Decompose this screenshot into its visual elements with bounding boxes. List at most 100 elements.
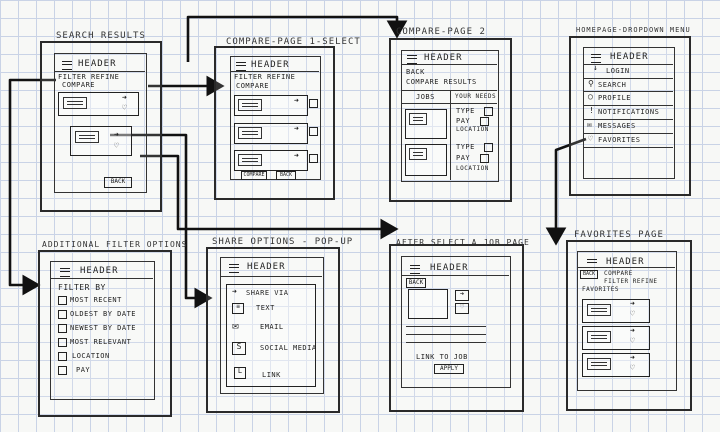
header-label: Header (430, 263, 469, 273)
profile-icon: ◯ (588, 92, 593, 101)
job-card-thumbnail (587, 331, 611, 343)
header-divider (402, 64, 497, 65)
phone-search-results (40, 41, 162, 212)
filter-option-oldest: Oldest by Date (70, 310, 137, 318)
link-icon: L (234, 367, 246, 379)
back-button[interactable]: Back (276, 171, 296, 180)
screen-compare-2 (401, 50, 499, 182)
panel-title-compare-2: Compare-Page 2 (396, 27, 486, 37)
menu-divider (584, 105, 673, 106)
compare-checkbox[interactable] (309, 154, 318, 163)
share-popup (226, 284, 316, 387)
compare-checkbox[interactable] (309, 99, 318, 108)
menu-icon[interactable] (236, 62, 246, 71)
back-button[interactable]: Back (580, 270, 598, 279)
share-arrow-icon[interactable]: ➜ (294, 151, 299, 160)
job-card-thumbnail (587, 304, 611, 316)
phone-favorites (566, 240, 692, 411)
favorite-icon[interactable]: ♡ (455, 303, 469, 314)
filter-refine-link[interactable]: Filter Refine (234, 73, 296, 81)
favorite-icon[interactable]: ♡ (630, 309, 635, 318)
filter-checkbox[interactable] (58, 352, 67, 361)
menu-icon[interactable] (591, 54, 601, 63)
bookmark-icon[interactable]: ♡ (122, 103, 127, 112)
filter-refine-link[interactable]: Filter Refine (604, 278, 658, 285)
favorite-icon[interactable]: ♡ (630, 336, 635, 345)
menu-item-login[interactable]: Login (606, 67, 630, 75)
arrow-share-to-popup (110, 133, 213, 309)
location-label: Location (456, 126, 489, 133)
description-line (406, 334, 486, 335)
header-label: Header (424, 53, 463, 63)
header-divider (584, 64, 673, 65)
job-card-thumbnail (63, 97, 87, 109)
filter-option-newest: Newest by Date (70, 324, 137, 332)
compare-link[interactable]: Compare (62, 81, 96, 89)
filter-by-heading: Filter By (58, 283, 106, 292)
bookmark-icon[interactable]: ♡ (114, 141, 119, 150)
compare-link[interactable]: Compare (236, 82, 270, 90)
menu-divider (584, 78, 673, 79)
panel-title-share: Share Options - Pop-up (212, 237, 354, 247)
heart-icon: ♡ (588, 134, 593, 143)
pay-checkbox[interactable] (480, 154, 489, 163)
panel-title-favorites: Favorites Page (574, 230, 664, 240)
type-checkbox[interactable] (484, 107, 493, 116)
menu-icon[interactable] (229, 264, 239, 273)
menu-divider (584, 91, 673, 92)
share-arrow-icon: ➜ (232, 287, 237, 296)
menu-item-notifications[interactable]: Notifications (598, 108, 660, 116)
compare-button[interactable]: Compare (241, 171, 267, 180)
menu-divider (584, 147, 673, 148)
menu-icon[interactable] (60, 268, 70, 277)
filter-checkbox[interactable] (58, 296, 67, 305)
type-checkbox[interactable] (484, 143, 493, 152)
job-card-thumbnail (409, 113, 427, 125)
share-arrow-icon[interactable]: ➜ (294, 124, 299, 133)
favorite-icon[interactable]: ♡ (630, 363, 635, 372)
menu-icon[interactable] (62, 61, 72, 70)
link-to-job-label[interactable]: Link to Job (416, 353, 468, 361)
compare-checkbox[interactable] (309, 127, 318, 136)
filter-checkbox[interactable] (58, 338, 67, 347)
share-email-option[interactable]: Email (260, 323, 284, 331)
pay-checkbox[interactable] (480, 117, 489, 126)
section-divider (402, 90, 497, 91)
compare-results-label: Compare Results (406, 78, 477, 86)
share-arrow-icon[interactable]: ➜ (455, 290, 469, 301)
job-card-thumbnail (75, 131, 99, 143)
compare-link[interactable]: Compare (604, 270, 633, 277)
apply-button[interactable]: Apply (434, 364, 464, 374)
filter-checkbox[interactable] (58, 324, 67, 333)
back-link[interactable]: Back (406, 68, 425, 76)
location-label: Location (456, 165, 489, 172)
share-arrow-icon[interactable]: ➜ (630, 326, 635, 335)
header-divider (51, 278, 153, 279)
header-label: Header (78, 59, 117, 69)
phone-filters (38, 250, 172, 417)
pay-label: Pay (456, 154, 471, 162)
share-arrow-icon[interactable]: ➜ (630, 299, 635, 308)
menu-icon[interactable] (407, 55, 417, 64)
job-card[interactable] (582, 326, 650, 350)
back-button[interactable]: Back (406, 278, 426, 288)
back-button[interactable]: Back (104, 177, 132, 188)
share-arrow-icon[interactable]: ➜ (122, 93, 127, 102)
screen-filters (50, 261, 155, 400)
menu-item-favorites[interactable]: Favorites (598, 136, 641, 144)
share-arrow-icon[interactable]: ➜ (114, 130, 119, 139)
share-text-option[interactable]: Text (256, 304, 275, 312)
menu-item-messages[interactable]: Messages (598, 122, 636, 130)
filter-checkbox[interactable] (58, 310, 67, 319)
filter-refine-link[interactable]: Filter Refine (58, 73, 120, 81)
menu-icon[interactable] (410, 265, 420, 274)
header-label: Header (247, 262, 286, 272)
share-social-option[interactable]: Social Media (260, 344, 317, 352)
job-card-thumbnail (238, 127, 262, 139)
share-arrow-icon[interactable]: ➜ (630, 353, 635, 362)
menu-item-profile[interactable]: Profile (598, 94, 632, 102)
share-link-option[interactable]: Link (262, 371, 281, 379)
menu-item-search[interactable]: Search (598, 81, 627, 89)
share-arrow-icon[interactable]: ➜ (294, 96, 299, 105)
filter-checkbox[interactable] (58, 366, 67, 375)
